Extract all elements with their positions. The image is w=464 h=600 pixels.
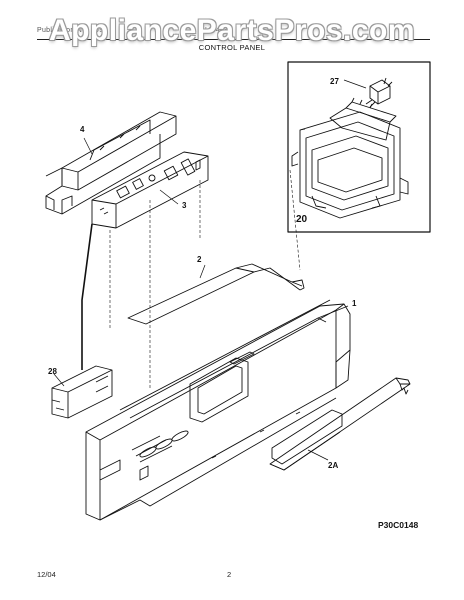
assembly-guide-lines: [109, 169, 301, 388]
callout-20: 20: [296, 214, 308, 225]
header-rule: [37, 39, 430, 40]
part-28-end-cap-drawing: [51, 365, 113, 419]
part-27-switch-drawing: [365, 77, 393, 108]
callout-3: 3: [182, 201, 187, 210]
wire-harness-drawing: [81, 223, 93, 370]
model-header: LD 4030: [205, 27, 232, 34]
callout-4: 4: [80, 125, 85, 134]
footer-date: 12/04: [37, 570, 56, 579]
part-2-membrane-drawing: [127, 263, 305, 325]
section-title: CONTROL PANEL: [198, 43, 266, 52]
part-1-control-panel-drawing: [85, 299, 351, 521]
inset-detail-box: [287, 61, 431, 233]
figure-code: P30C0148: [378, 520, 419, 530]
part-20-dispenser-drawing: [291, 97, 409, 219]
callout-2: 2: [197, 255, 202, 264]
part-2a-trim-strip-drawing: [269, 377, 411, 471]
footer-page-number: 2: [227, 570, 232, 579]
callout-2a: 2A: [328, 461, 338, 470]
callout-28: 28: [48, 367, 57, 376]
callout-1: 1: [352, 299, 357, 308]
leader-lines: [53, 137, 349, 461]
display-window-drawing: [189, 357, 249, 423]
publication-header: Publication No. 5995: [37, 27, 108, 34]
part-4-bracket-drawing: [45, 111, 177, 215]
callout-27: 27: [330, 77, 339, 86]
